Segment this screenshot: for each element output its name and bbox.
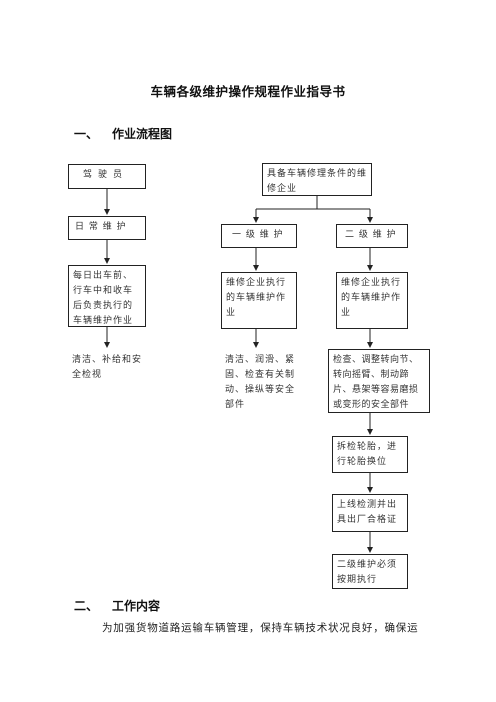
daily-task-box: 每日出车前、行车中和收车后负责执行的车辆维护作业 — [68, 265, 146, 327]
schedule-box: 二级维护必须按期执行 — [332, 554, 408, 589]
section-heading-work-content: 二、工作内容 — [74, 597, 160, 614]
inspection-box: 上线检测并出具出厂合格证 — [332, 494, 408, 532]
level2-detail-box: 检查、调整转向节、转向摇臂、制动蹄片、悬架等容易磨损或变形的安全部件 — [328, 349, 430, 413]
level2-box: 二 级 维 护 — [336, 224, 408, 248]
section-number: 一、 — [74, 127, 99, 141]
daily-detail-text: 清洁、补给和安全检视 — [72, 355, 143, 380]
tire-rotation-box: 拆检轮胎，进行轮胎换位 — [332, 436, 408, 473]
document-title: 车辆各级维护操作规程作业指导书 — [150, 84, 346, 99]
level1-box: 一 级 维 护 — [221, 224, 297, 248]
section-heading-flowchart: 一、作业流程图 — [74, 125, 172, 142]
body-paragraph: 为加强货物道路运输车辆管理，保持车辆技术状况良好，确保运 — [102, 622, 419, 634]
section-number: 二、 — [74, 599, 99, 613]
level1-detail-text: 清洁、润滑、紧固、检查有关制动、操纵等安全部件 — [225, 355, 296, 410]
section-title: 工作内容 — [112, 599, 161, 613]
enterprise-box: 具备车辆修理条件的维修企业 — [262, 163, 372, 196]
level1-task-box: 维修企业执行的车辆维护作业 — [221, 272, 297, 329]
level2-task-box: 维修企业执行的车辆维护作业 — [336, 272, 408, 329]
section-title: 作业流程图 — [112, 127, 173, 141]
daily-maintenance-box: 日 常 维 护 — [68, 216, 146, 240]
driver-box: 驾驶员 — [68, 164, 146, 189]
